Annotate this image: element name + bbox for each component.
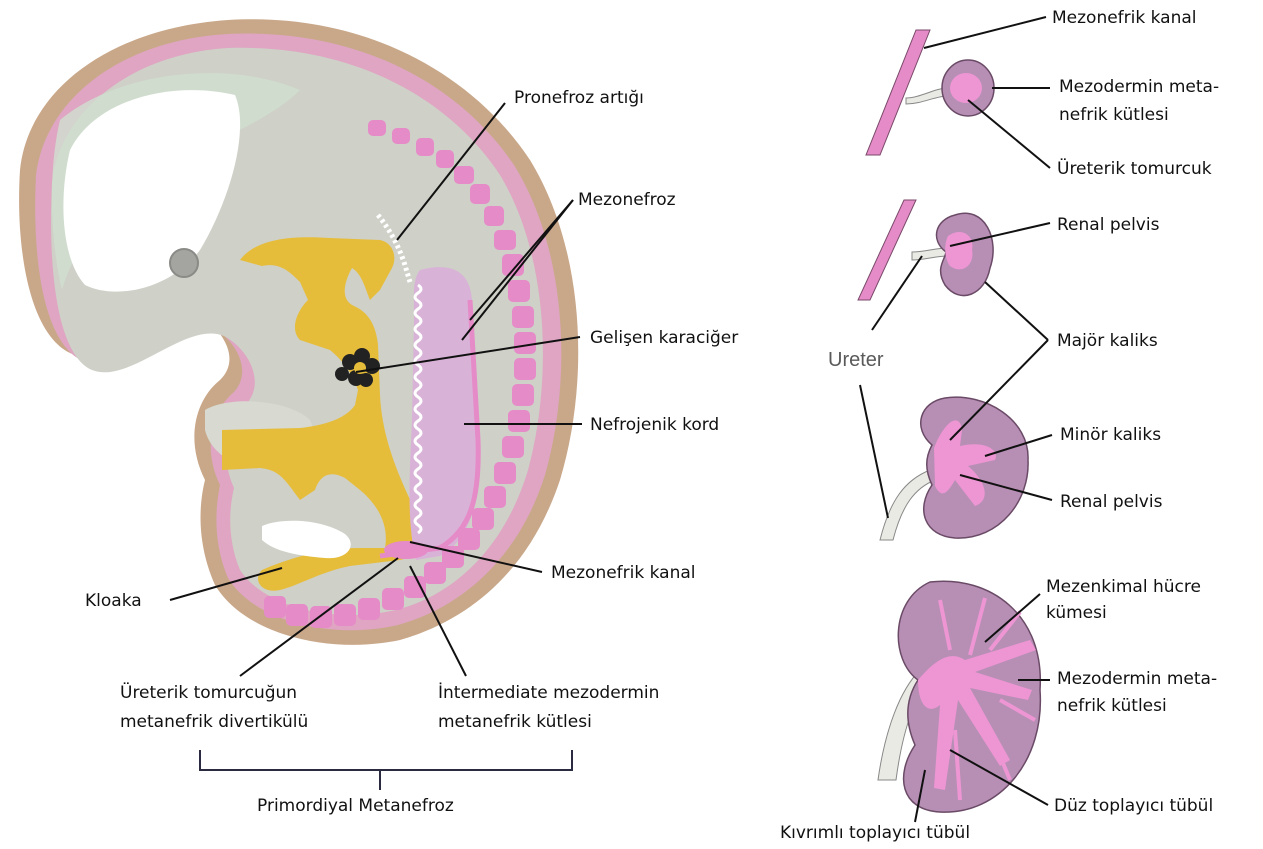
label-k-renal1: Renal pelvis <box>1057 215 1160 235</box>
label-k-major: Majör kaliks <box>1057 331 1158 351</box>
label-mezonefroz: Mezonefroz <box>578 190 676 210</box>
kidney-stage-3 <box>880 397 1028 540</box>
label-k-duz: Düz toplayıcı tübül <box>1054 796 1213 816</box>
label-k-kivrimli: Kıvrımlı toplayıcı tübül <box>780 823 970 843</box>
kidney-stage-2 <box>858 200 993 300</box>
leader-k-major-a <box>985 282 1048 340</box>
leader-k-ureter-b <box>860 385 888 518</box>
label-nefrojenik: Nefrojenik kord <box>590 415 719 435</box>
label-ureterik-1: Üreterik tomurcuğun <box>120 681 297 703</box>
label-k-mezenkimal-1: Mezenkimal hücre <box>1046 577 1201 597</box>
primordial-bracket <box>200 750 572 790</box>
label-pronefroz: Pronefroz artığı <box>514 88 644 108</box>
label-k-mezonefrik: Mezonefrik kanal <box>1052 8 1197 28</box>
label-k-minor: Minör kaliks <box>1060 425 1161 445</box>
label-ureterik-2: metanefrik divertikülü <box>120 712 308 732</box>
label-kloaka: Kloaka <box>85 591 142 611</box>
label-k-renal2: Renal pelvis <box>1060 492 1163 512</box>
kidney-stage-1 <box>866 30 994 155</box>
embryo-illustration <box>19 19 582 790</box>
label-k-ureter: Ureter <box>828 349 884 371</box>
label-intermediate-1: İntermediate mezodermin <box>438 682 659 703</box>
eye <box>170 249 198 277</box>
stage1-inner <box>950 73 982 103</box>
stage1-duct <box>866 30 930 155</box>
label-k-ureterik: Üreterik tomurcuk <box>1057 157 1212 179</box>
label-karaciger: Gelişen karaciğer <box>590 328 738 348</box>
label-k-metanefrik2-2: nefrik kütlesi <box>1057 696 1167 716</box>
label-mezonefrik-kanal: Mezonefrik kanal <box>551 563 696 583</box>
label-k-metanefrik2-1: Mezodermin meta- <box>1057 669 1217 689</box>
label-primordiyal: Primordiyal Metanefroz <box>257 796 454 816</box>
leader-k-ureterik <box>968 100 1050 168</box>
label-intermediate-2: metanefrik kütlesi <box>438 712 592 732</box>
stage2-pelvis <box>945 232 972 269</box>
stage2-duct <box>858 200 916 300</box>
kidney-stages <box>858 17 1052 822</box>
label-k-mezenkimal-2: kümesi <box>1046 603 1107 623</box>
leader-k-mezonefrik <box>924 17 1046 48</box>
label-k-metanefrik1-1: Mezodermin meta- <box>1059 77 1219 97</box>
label-k-metanefrik1-2: nefrik kütlesi <box>1059 105 1169 125</box>
